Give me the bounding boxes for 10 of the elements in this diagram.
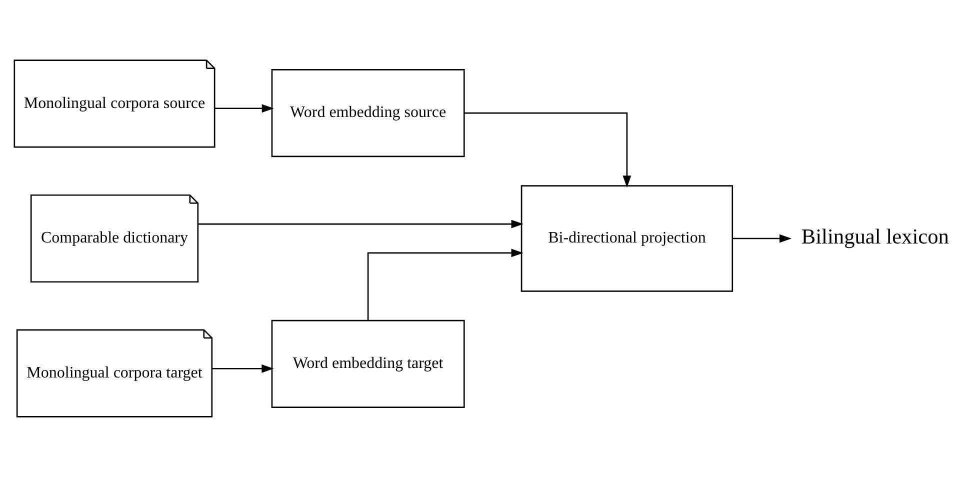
node-text: Bilingual lexicon [801,224,949,249]
arrow [214,104,274,113]
arrow [732,234,792,243]
node-box: Word embedding target [271,320,465,408]
arrow [198,220,524,228]
arrow [212,364,274,373]
node-box: Word embedding source [271,69,465,158]
arrow [464,112,632,188]
arrow [367,248,524,320]
node-box: Bi-directional projection [520,185,734,292]
